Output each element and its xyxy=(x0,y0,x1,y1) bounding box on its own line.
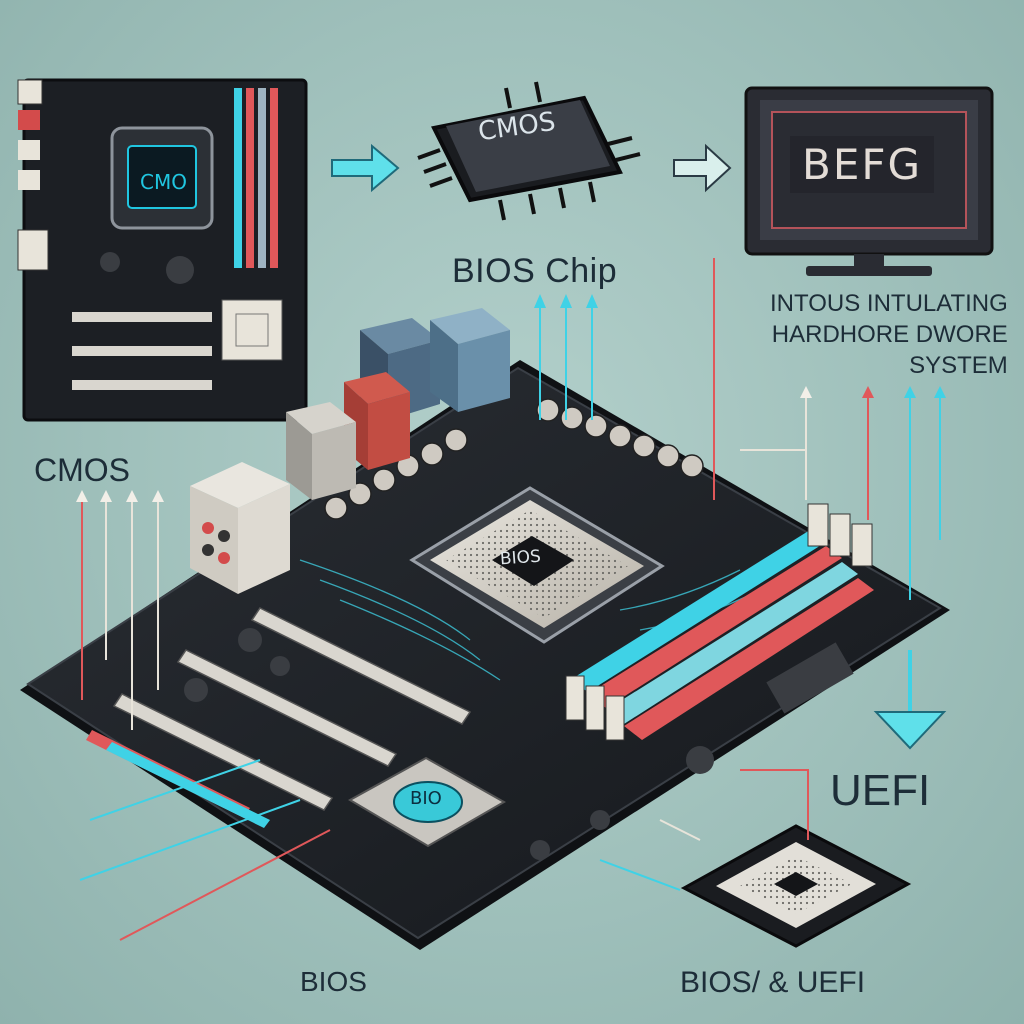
description-line-2: HARDHORE DWORE xyxy=(771,321,1008,348)
main-motherboard xyxy=(20,360,950,950)
mini-board-cpu-text: CMO xyxy=(140,170,187,194)
cmos-chip xyxy=(417,81,641,221)
arrow-to-monitor xyxy=(673,143,732,193)
label-bios-uefi: BIOS/ & UEFI xyxy=(680,966,866,999)
mini-motherboard xyxy=(17,78,308,422)
pch-chip-text: BIO xyxy=(410,788,442,809)
pointer-lines xyxy=(79,258,941,941)
description-line-1: INTOUS INTULATING xyxy=(770,290,1008,317)
socket-chip-text: BIOS xyxy=(499,546,542,570)
label-cmos: CMOS xyxy=(34,452,130,488)
ram-sticks xyxy=(565,503,874,741)
board-blocks xyxy=(190,308,510,594)
uefi-chip xyxy=(680,824,912,948)
label-bios-chip: BIOS Chip xyxy=(452,252,618,290)
label-description: INTOUS INTULATING HARDHORE DWORE SYSTEM xyxy=(770,288,1008,381)
label-bios: BIOS xyxy=(300,966,367,997)
arrow-to-cmos-chip xyxy=(331,143,400,193)
description-line-3: SYSTEM xyxy=(909,352,1008,379)
arrow-to-uefi xyxy=(873,650,947,750)
monitor-screen-text: BEFG xyxy=(790,136,935,193)
label-uefi: UEFI xyxy=(830,766,931,815)
pointer-arrowheads xyxy=(76,294,946,502)
